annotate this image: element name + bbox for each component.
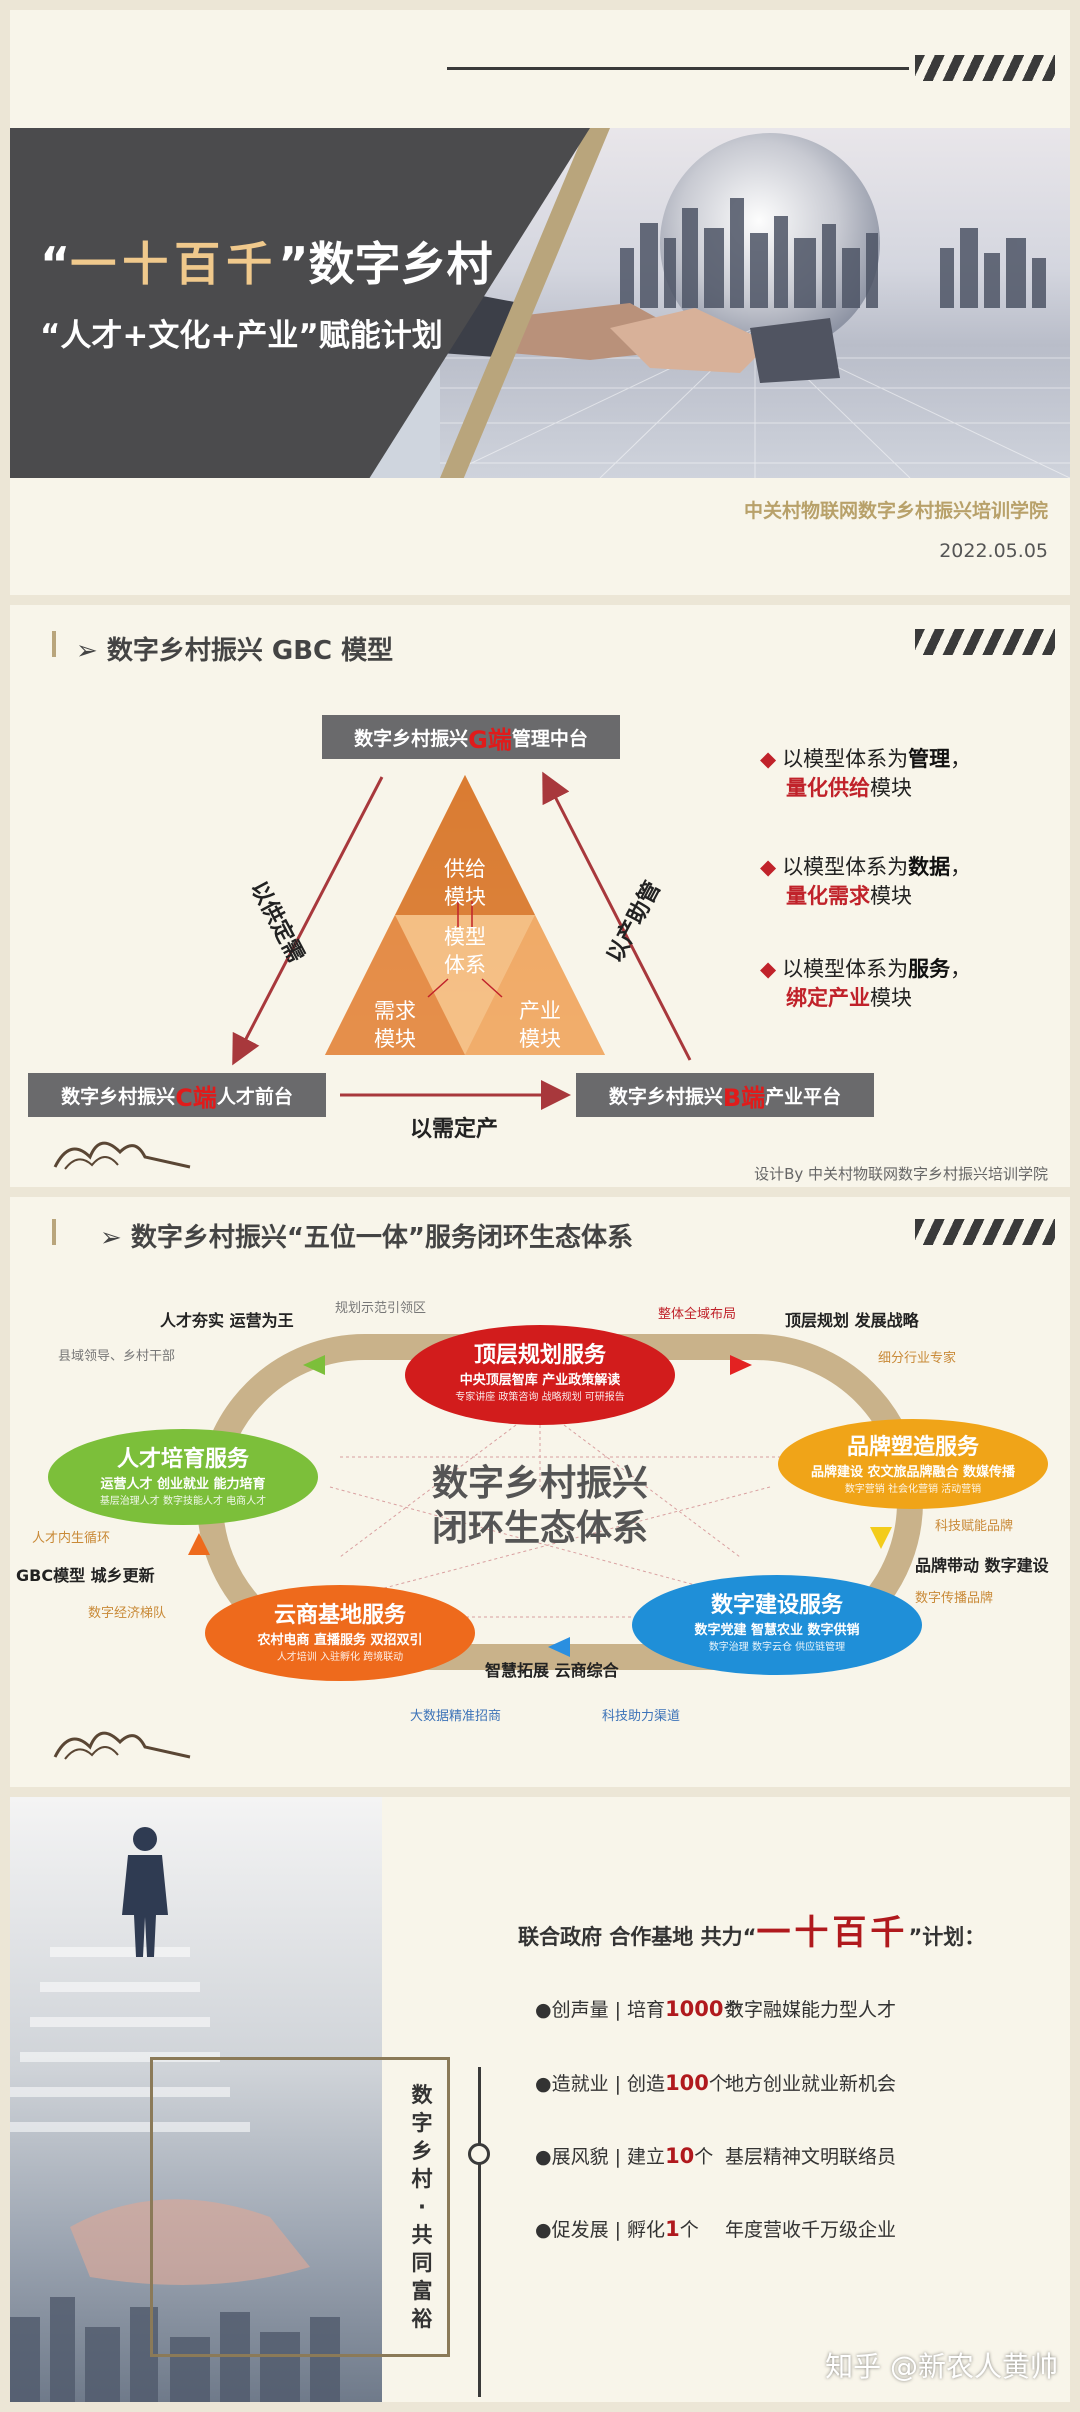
- diamond-icon: ◆: [760, 855, 777, 879]
- arrow-right-icon: [730, 1355, 752, 1375]
- top-planning-service: 顶层规划服务 中央顶层智库 产业政策解读 专家讲座 政策咨询 战略规划 可研报告: [405, 1325, 675, 1425]
- stripe-decoration: [915, 629, 1055, 655]
- plan-row: ●造就业 | 创造100个地方创业就业新机会: [535, 2071, 897, 2095]
- label-gbc: GBC模型 城乡更新: [16, 1566, 155, 1585]
- cover-title-line1: “一十百千”数字乡村: [40, 237, 493, 291]
- photo-frame: [150, 2057, 450, 2357]
- label-layout: 整体全域布局: [658, 1307, 737, 1322]
- section-title: ➢ 数字乡村振兴 GBC 模型: [76, 636, 394, 666]
- cover-date: 2022.05.05: [939, 540, 1048, 562]
- businessman-icon: [122, 1827, 168, 1957]
- label-tech-channel: 科技助力渠道: [602, 1709, 681, 1724]
- demand-production-label: 以需定产: [410, 1117, 499, 1142]
- diamond-icon: ◆: [760, 747, 777, 771]
- label-talent-ops: 人才夯实 运营为王: [160, 1311, 294, 1330]
- plan-title: 联合政府 合作基地 共力“一十百千”计划：: [518, 1913, 986, 1953]
- label-spread: 数字传播品牌: [915, 1591, 994, 1606]
- label-brand-tech: 科技赋能品牌: [935, 1519, 1014, 1534]
- right-hand: [610, 308, 770, 373]
- design-credit: 设计By 中关村物联网数字乡村振兴培训学院: [754, 1165, 1048, 1183]
- staircase-photo: [10, 1797, 382, 2402]
- section-title: ➢ 数字乡村振兴“五位一体”服务闭环生态体系: [100, 1223, 634, 1253]
- demand-module-label: 需求 模块: [374, 999, 416, 1051]
- staircase-illustration: [10, 1827, 340, 2402]
- arrow-g-to-c: [232, 776, 384, 1066]
- center-title-line2: 闭环生态体系: [431, 1508, 648, 1549]
- slide-cover: “一十百千”数字乡村 “人才+文化+产业”赋能计划 中关村物联网数字乡村振兴培训…: [10, 10, 1070, 595]
- label-plan-demo: 规划示范引领区: [335, 1301, 427, 1316]
- bullet-item: ◆以模型体系为管理，量化供给模块: [760, 747, 972, 800]
- cover-title-line2: “人才+文化+产业”赋能计划: [40, 318, 443, 354]
- vertical-slogan: 数字乡村·共同富裕: [411, 2083, 433, 2331]
- city-skyline: [620, 198, 1046, 308]
- g-end-box: 数字乡村振兴 G端 管理中台: [322, 715, 620, 759]
- slide-ecosystem: ➢ 数字乡村振兴“五位一体”服务闭环生态体系 顶层规划服务 中央顶层智库 产业政…: [10, 1197, 1070, 1787]
- bullet-item: ◆以模型体系为数据，量化需求模块: [760, 855, 972, 908]
- industry-module-label: 产业 模块: [519, 999, 561, 1051]
- center-title-line1: 数字乡村振兴: [431, 1463, 648, 1504]
- arrow-left-green-icon: [303, 1355, 325, 1375]
- supply-module-label: 供给 模块: [444, 857, 486, 909]
- b-end-box: 数字乡村振兴 B端 产业平台: [576, 1073, 874, 1117]
- digital-construction-service: 数字建设服务 数字党建 智慧农业 数字供销 数字治理 数字云仓 供应链管理: [632, 1575, 922, 1675]
- label-top-strategy: 顶层规划 发展战略: [785, 1311, 919, 1330]
- slide-gbc-model: ➢ 数字乡村振兴 GBC 模型 数字乡村振兴 G端 管理中台 数字乡村振兴 C端…: [10, 605, 1070, 1187]
- label-brand-digital: 品牌带动 数字建设: [915, 1556, 1049, 1575]
- slide-plan: 数字乡村·共同富裕 联合政府 合作基地 共力“一十百千”计划： ●创声量 | 培…: [10, 1797, 1070, 2402]
- arrow-down-icon: [870, 1527, 892, 1549]
- diamond-icon: ◆: [760, 957, 777, 981]
- arrow-left-icon: [548, 1637, 570, 1657]
- industry-triangle: [465, 915, 605, 1055]
- section-marker: [52, 631, 56, 657]
- city-lights: [10, 2297, 340, 2402]
- photo-illustration: [440, 133, 1070, 478]
- right-sleeve: [750, 318, 840, 383]
- demand-triangle: [325, 915, 465, 1055]
- model-center-triangle: [395, 915, 535, 1055]
- top-rule: [447, 67, 909, 70]
- cover-organization: 中关村物联网数字乡村振兴培训学院: [743, 500, 1048, 522]
- label-ladder: 数字经济梯队: [88, 1606, 167, 1621]
- supply-triangle: [395, 775, 535, 915]
- plan-row: ●创声量 | 培育1000个数字融媒能力型人才: [535, 1997, 897, 2021]
- section-marker: [52, 1219, 56, 1245]
- brand-building-service: 品牌塑造服务 品牌建设 农文旅品牌融合 数媒传播 数字营销 社会化营销 活动营销: [778, 1419, 1048, 1509]
- c-end-box: 数字乡村振兴 C端 人才前台: [28, 1073, 326, 1117]
- timeline-dot: [468, 2143, 490, 2165]
- label-smart: 智慧拓展 云商综合: [485, 1661, 619, 1680]
- label-county: 县域领导、乡村干部: [58, 1349, 176, 1364]
- label-experts: 细分行业专家: [878, 1351, 957, 1366]
- bullet-item: ◆以模型体系为服务，绑定产业模块: [760, 957, 972, 1010]
- stripe-decoration: [915, 55, 1055, 81]
- label-bigdata: 大数据精准招商: [410, 1709, 502, 1724]
- plan-row: ●促发展 | 孵化1个年度营收千万级企业: [535, 2217, 897, 2241]
- model-system-label: 模型 体系: [444, 925, 486, 977]
- timeline-line: [478, 2067, 481, 2397]
- cloud-ornament-icon: [53, 1731, 191, 1760]
- zhihu-watermark: 知乎 @新农人黄帅: [825, 2350, 1058, 2383]
- gbc-diagram: [232, 771, 692, 1110]
- plan-row: ●展风貌 | 建立10个基层精神文明联络员: [535, 2144, 897, 2168]
- arrow-b-to-g: [542, 771, 692, 1061]
- hands-overlay: [70, 2199, 310, 2285]
- talent-cultivation-service: 人才培育服务 运营人才 创业就业 能力培育 基层治理人才 数字技能人才 电商人才: [48, 1429, 318, 1525]
- stripe-decoration: [915, 1219, 1055, 1245]
- arrow-up-icon: [188, 1533, 210, 1555]
- inner-arrows: [427, 901, 503, 998]
- label-talent-cycle: 人才内生循环: [32, 1531, 111, 1546]
- cloud-ornament-icon: [53, 1141, 191, 1170]
- ecommerce-base-service: 云商基地服务 农村电商 直播服务 双招双引 人才培训 入驻孵化 跨境联动: [205, 1585, 475, 1681]
